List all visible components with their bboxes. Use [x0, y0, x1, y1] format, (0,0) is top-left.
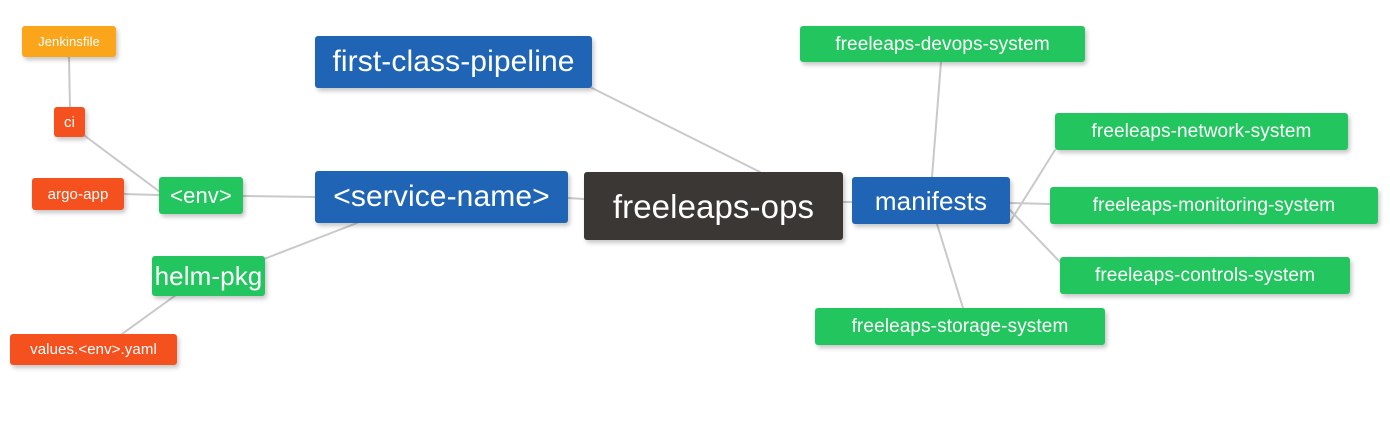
node-label: freeleaps-ops [612, 187, 815, 225]
node-first-class-pipeline[interactable]: first-class-pipeline [315, 36, 592, 88]
node-label: <service-name> [333, 180, 550, 213]
node-controls-system[interactable]: freeleaps-controls-system [1060, 257, 1350, 294]
edge-service-name-to-freeleaps-ops [567, 197, 585, 200]
edge-manifests-to-monitoring-system [1009, 202, 1051, 205]
node-label: freeleaps-storage-system [851, 316, 1069, 337]
node-manifests[interactable]: manifests [852, 177, 1010, 224]
edge-manifests-to-network-system [1009, 149, 1056, 223]
node-env[interactable]: <env> [159, 177, 243, 214]
node-label: freeleaps-network-system [1091, 121, 1312, 142]
node-label: manifests [874, 185, 988, 216]
node-jenkinsfile[interactable]: Jenkinsfile [22, 26, 116, 57]
node-label: ci [63, 113, 76, 131]
node-storage-system[interactable]: freeleaps-storage-system [815, 308, 1105, 345]
node-service-name[interactable]: <service-name> [315, 171, 568, 223]
edge-env-to-service-name [242, 195, 316, 198]
edge-argo-app-to-env [123, 193, 160, 196]
edge-helm-pkg-to-values-yaml [121, 294, 177, 335]
node-monitoring-system[interactable]: freeleaps-monitoring-system [1050, 187, 1378, 224]
node-values-yaml[interactable]: values.<env>.yaml [10, 334, 177, 365]
edge-devops-system-to-manifests [931, 61, 942, 178]
node-label: helm-pkg [154, 261, 263, 291]
edge-first-class-pipeline-to-freeleaps-ops [591, 87, 761, 173]
edge-jenkinsfile-to-ci [68, 56, 71, 109]
node-devops-system[interactable]: freeleaps-devops-system [800, 26, 1085, 62]
node-label: argo-app [47, 185, 109, 203]
node-label: freeleaps-monitoring-system [1092, 195, 1336, 216]
node-argo-app[interactable]: argo-app [32, 178, 124, 210]
edge-manifests-to-storage-system [936, 223, 964, 309]
node-label: values.<env>.yaml [30, 341, 157, 358]
node-ci[interactable]: ci [54, 107, 85, 137]
node-label: freeleaps-controls-system [1094, 265, 1316, 286]
node-network-system[interactable]: freeleaps-network-system [1055, 113, 1348, 150]
node-freeleaps-ops[interactable]: freeleaps-ops [584, 172, 843, 240]
node-label: <env> [170, 182, 232, 208]
node-label: freeleaps-devops-system [835, 33, 1050, 55]
node-label: first-class-pipeline [332, 45, 575, 78]
edge-service-name-to-helm-pkg [263, 222, 358, 260]
node-helm-pkg[interactable]: helm-pkg [152, 256, 265, 296]
node-label: Jenkinsfile [38, 34, 100, 49]
